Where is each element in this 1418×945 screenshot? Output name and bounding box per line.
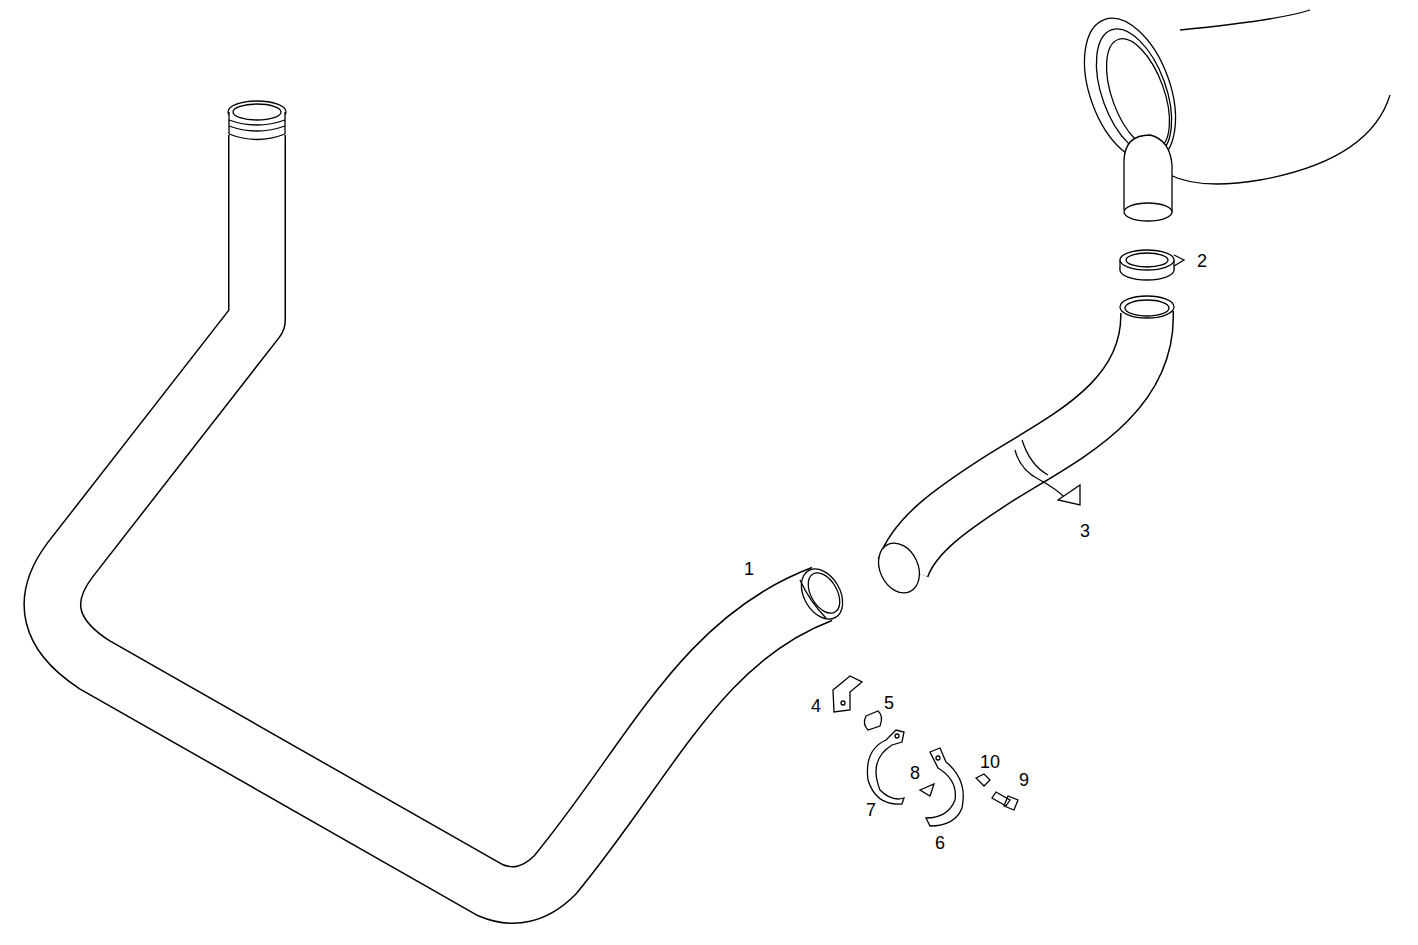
callout-number: 3 bbox=[1080, 522, 1090, 540]
pipe-1 bbox=[52, 101, 851, 895]
bracket-hardware bbox=[833, 676, 1018, 826]
callout-number: 1 bbox=[744, 560, 754, 578]
callout-number: 7 bbox=[866, 801, 876, 819]
callout-number: 6 bbox=[935, 834, 945, 852]
callout-number: 4 bbox=[811, 697, 821, 715]
callout-number: 8 bbox=[910, 764, 920, 782]
pipe-3 bbox=[871, 296, 1174, 600]
callout-number: 2 bbox=[1197, 252, 1207, 270]
clamp-2 bbox=[1120, 250, 1184, 280]
muffler bbox=[1067, 6, 1390, 221]
callout-number: 9 bbox=[1019, 771, 1029, 789]
callout-number: 10 bbox=[980, 753, 1000, 771]
callout-number: 5 bbox=[884, 694, 894, 712]
